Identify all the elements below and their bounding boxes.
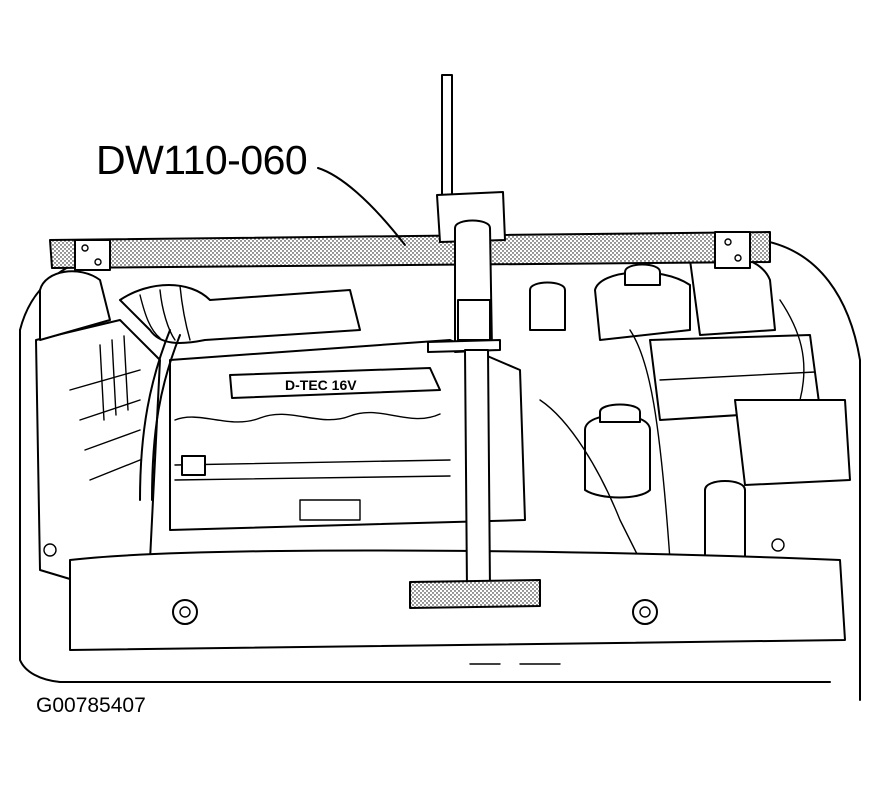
figure-id: G00785407	[36, 694, 146, 717]
engine-cover-text: D-TEC 16V	[285, 377, 357, 393]
intake-hose	[119, 284, 361, 344]
engine-cover: D-TEC 16V	[169, 339, 526, 531]
hoses	[139, 299, 805, 561]
tool-post	[427, 74, 506, 591]
coolant-reservoir	[594, 263, 691, 341]
battery	[649, 334, 851, 486]
small-reservoir-right	[704, 480, 746, 561]
power-steering-reservoir	[529, 281, 566, 331]
tool-support-bar	[49, 231, 771, 271]
brake-fluid-reservoir	[584, 403, 651, 499]
tool-foot-plate	[409, 579, 541, 609]
callout-label: DW110-060	[96, 137, 308, 183]
air-filter-box	[35, 270, 161, 586]
callout-leader-line	[317, 167, 406, 246]
